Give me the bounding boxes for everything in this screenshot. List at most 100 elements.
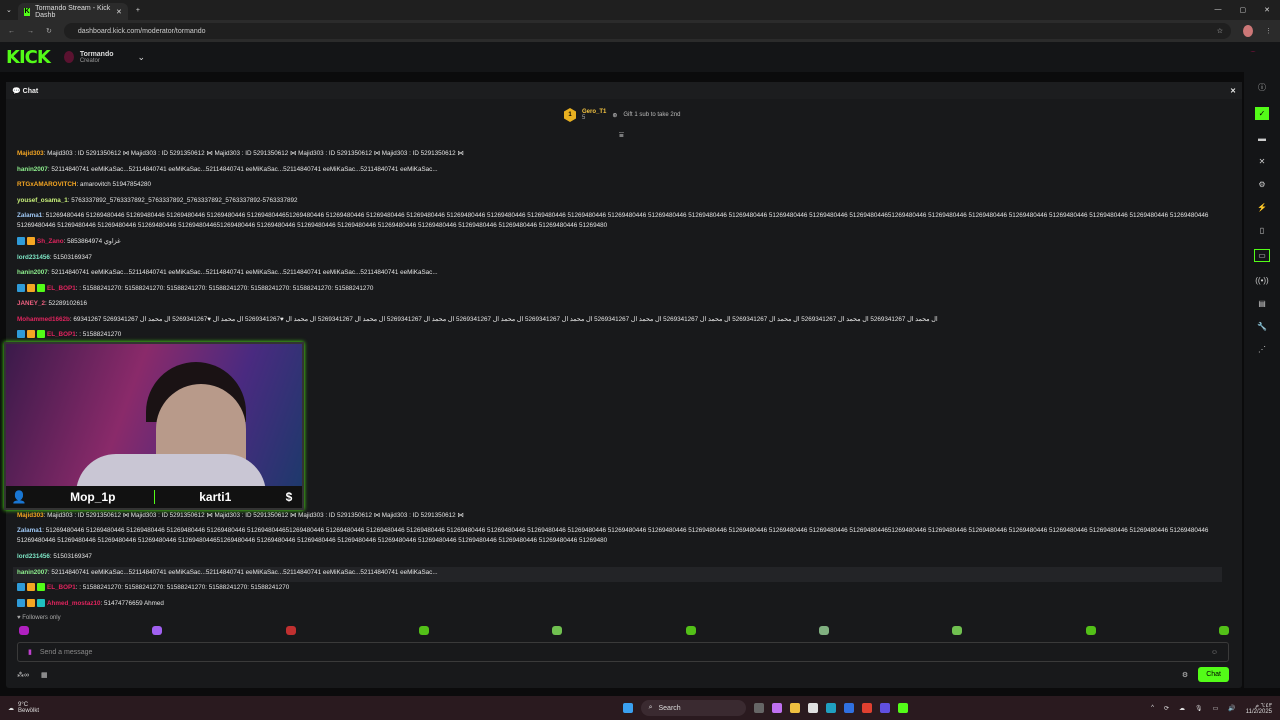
chat-message[interactable]: EL_BOP1: : 51588241270 [17,329,1222,345]
mic-icon[interactable]: ▮ [28,649,32,656]
profile-avatar[interactable] [1243,25,1253,37]
chat-username[interactable]: RTGxAMAROVITCH [17,181,77,188]
chat-username[interactable]: hanin2007 [17,269,48,276]
chat-username[interactable]: JANEY_2 [17,300,46,307]
chat-username[interactable]: Majid303 [17,150,44,157]
message-input[interactable]: ▮ Send a message ☺ [17,642,1229,662]
browser-tab[interactable]: K Tormando Stream - Kick Dashb ✕ [17,3,128,20]
minimize-icon[interactable]: — [1214,6,1222,13]
chat-username[interactable]: Ahmed_mostaz10 [47,599,101,607]
mail-icon[interactable] [843,703,854,713]
chat-username[interactable]: Majid303 [17,511,44,519]
lightning-icon[interactable]: ⚡ [1257,203,1267,212]
chat-username[interactable]: Zalama1 [17,212,43,219]
chat-message[interactable]: Zalama1: 51269480446 51269480446 5126948… [17,525,1222,551]
sync-icon[interactable]: ⟳ [1163,705,1169,712]
tab-list-icon[interactable]: ⌄ [6,7,12,14]
edge-icon[interactable] [825,703,836,713]
volume-icon[interactable]: 🔊 [1228,705,1236,712]
chat-message[interactable]: lord231456: 51503169347 [17,252,1222,268]
clock-date[interactable]: 11/2/2025 [1245,708,1272,715]
chat-username[interactable]: hanin2007 [17,165,48,173]
chat-message[interactable]: RTGxAMAROVITCH: amarovitch 51947854280 [17,179,1222,195]
chat-message[interactable]: Majid303: Majid303 : ID 5291350612 ⋈ Maj… [17,510,1222,526]
emoji-picker-icon[interactable]: ☺ [1210,648,1218,656]
emote-button[interactable] [1218,626,1229,635]
document-icon[interactable]: ▯ [1259,226,1265,235]
store-app-icon[interactable] [807,703,818,713]
chat-message[interactable]: JANEY_2: 52289102616 [17,298,1222,314]
bookmark-star-icon[interactable]: ☆ [1216,28,1223,35]
chat-message-list[interactable]: Majid303: Majid303 : ID 5291350612 ⋈ Maj… [13,148,1222,614]
windows-start-icon[interactable] [622,703,633,713]
close-tab-icon[interactable]: ✕ [116,8,122,16]
browser-menu-icon[interactable]: ⋮ [1265,28,1272,35]
chat-message[interactable]: lord231456: 51503169347 [17,551,1222,567]
close-chat-icon[interactable]: ✕ [1230,87,1236,95]
chat-username[interactable]: EL_BOP1 [47,584,76,591]
chat-message[interactable]: yousef_osama_1: 5763337892_5763337892_57… [17,195,1222,211]
chat-rail-icon[interactable]: ▭ [1254,249,1270,262]
url-input[interactable]: dashboard.kick.com/moderator/tormando☆ [63,23,1231,39]
close-icon[interactable]: ✕ [1258,157,1266,166]
close-window-icon[interactable]: ✕ [1264,7,1270,14]
taskbar-search[interactable]: ⌕ Search [640,700,746,716]
layout-icon[interactable]: ▬ [1258,134,1266,143]
chat-message[interactable]: hanin2007: 52114840741 eeMiKaSac...52114… [17,267,1222,283]
chat-message[interactable]: Ahmed_mostaz10: 51474776659 Ahmed [17,598,1222,614]
store-icon[interactable]: ▦ [41,671,48,679]
chat-username[interactable]: EL_BOP1 [47,284,76,292]
mic-tray-icon[interactable]: 🎙 [1194,705,1203,712]
chat-username[interactable]: Sh_Zano [37,238,64,245]
broadcast-icon[interactable]: ((•)) [1255,276,1269,285]
share-icon[interactable]: ⋰ [1258,345,1266,354]
copilot-icon[interactable] [771,703,782,713]
chat-message[interactable]: Mohammed1662b: 69341267 ال محمد ال 52693… [17,314,1222,330]
reload-icon[interactable]: ↻ [46,28,52,35]
chat-message[interactable]: Zalama1: 51269480446 51269480446 5126948… [17,210,1222,236]
check-icon[interactable]: ✓ [1254,107,1270,120]
channel-switcher-chevron-icon[interactable]: ⌄ [137,51,146,62]
chat-username[interactable]: EL_BOP1 [47,331,76,338]
file-explorer-icon[interactable] [789,703,800,713]
onedrive-icon[interactable]: ☁ [1178,705,1185,712]
emote-button[interactable] [1085,626,1096,635]
info-icon[interactable]: ⓘ [1258,83,1266,92]
chat-username[interactable]: lord231456 [17,553,50,560]
chat-message[interactable]: Majid303: Majid303 : ID 5291350612 ⋈ Maj… [17,148,1222,164]
emote-button[interactable] [152,626,163,635]
emote-button[interactable] [685,626,696,635]
tools-icon[interactable]: ⚙ [1258,180,1266,189]
points-icon[interactable]: ⁂∞ [17,671,29,679]
scroll-to-bottom-icon[interactable]: ⩸ [619,130,624,139]
forward-icon[interactable]: → [27,27,34,35]
kick-app-icon[interactable] [897,703,908,713]
tray-chevron-icon[interactable]: ^ [1151,705,1154,711]
emote-button[interactable] [818,626,829,635]
chat-username[interactable]: Zalama1 [17,527,43,534]
chrome-icon[interactable] [861,703,872,713]
chat-username[interactable]: lord231456 [17,253,50,261]
chat-message[interactable]: EL_BOP1: : 51588241270: 51588241270: 515… [17,582,1222,598]
kick-logo[interactable]: KICK [6,46,51,68]
emote-button[interactable] [952,626,963,635]
maximize-icon[interactable]: ▢ [1239,7,1247,14]
chat-message[interactable]: hanin2007: 52114840741 eeMiKaSac...52114… [17,164,1222,180]
network-icon[interactable]: ▭ [1212,705,1219,712]
chat-message[interactable]: Sh_Zano: 5853864974 غزاوي [17,236,1222,252]
emote-button[interactable] [552,626,563,635]
chat-username[interactable]: Mohammed1662b [17,315,70,323]
emote-button[interactable] [418,626,429,635]
emote-button[interactable] [285,626,296,635]
new-tab-icon[interactable]: + [135,6,140,14]
clock-time[interactable]: ٦:٤٣ م [1255,702,1272,709]
chat-message[interactable]: EL_BOP1: : 51588241270: 51588241270: 515… [17,283,1222,299]
wrench-icon[interactable]: 🔧 [1257,322,1267,331]
chat-username[interactable]: yousef_osama_1 [17,196,68,204]
print-icon[interactable]: ▤ [1258,299,1266,308]
back-icon[interactable]: ← [8,27,15,35]
discord-icon[interactable] [879,703,890,713]
chat-settings-icon[interactable]: ⚙ [1181,671,1189,679]
task-view-icon[interactable] [753,703,764,713]
